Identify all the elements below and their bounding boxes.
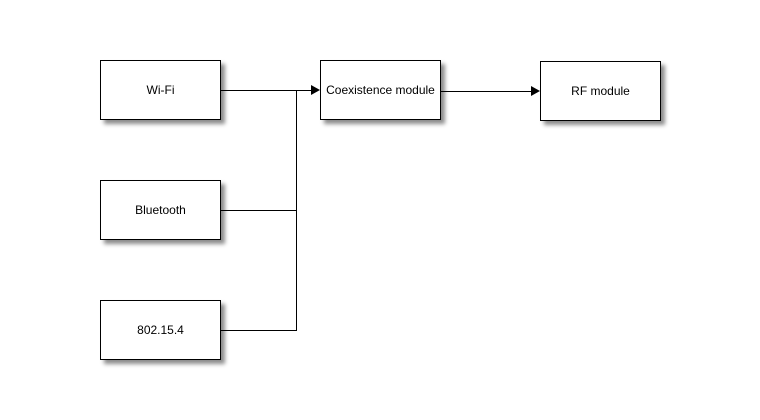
node-rf-module: RF module [540,61,661,121]
edge-802154-to-trunk [221,330,297,331]
node-bluetooth-label: Bluetooth [135,203,186,217]
node-wifi-label: Wi-Fi [146,83,175,97]
edge-coexistence-to-rf [441,91,532,92]
node-coexistence-module-label: Coexistence module [326,83,435,97]
edge-wifi-to-coexistence [221,90,313,91]
edge-bluetooth-to-trunk [221,210,297,211]
node-coexistence-module: Coexistence module [320,60,441,120]
node-802154-label: 802.15.4 [137,323,184,337]
node-802154: 802.15.4 [100,300,221,360]
arrowhead-into-rf-icon [531,86,540,96]
node-rf-module-label: RF module [571,84,630,98]
node-wifi: Wi-Fi [100,60,221,120]
node-bluetooth: Bluetooth [100,180,221,240]
arrowhead-into-coexistence-icon [311,85,320,95]
